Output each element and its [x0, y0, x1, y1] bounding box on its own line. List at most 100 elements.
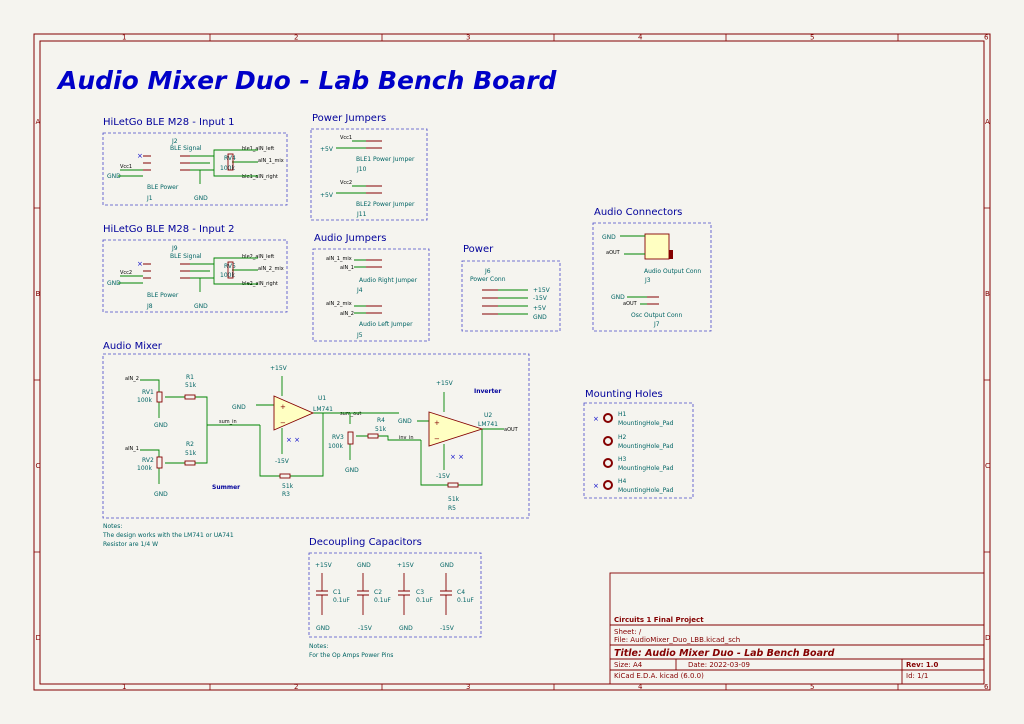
tb-company: Circuits 1 Final Project	[614, 616, 704, 624]
tb-date: Date: 2022-03-09	[688, 661, 750, 669]
gnd2-label: GND	[194, 195, 208, 202]
svg-text:51k: 51k	[282, 483, 294, 490]
svg-text:MountingHole_Pad: MountingHole_Pad	[618, 443, 674, 450]
power-box	[461, 260, 561, 332]
svg-text:0.1uF: 0.1uF	[457, 597, 474, 604]
hole-icon	[603, 436, 613, 446]
border-ticks	[34, 34, 990, 690]
svg-text:C3: C3	[416, 589, 424, 596]
svg-text:+: +	[280, 403, 286, 411]
decoupling-box	[308, 552, 482, 638]
svg-text:C1: C1	[333, 589, 341, 596]
svg-text:H4: H4	[618, 478, 627, 485]
input1-box	[102, 132, 288, 206]
row-label: B	[985, 290, 990, 298]
svg-text:MountingHole_Pad: MountingHole_Pad	[618, 487, 674, 494]
svg-text:Audio Output Conn: Audio Output Conn	[644, 268, 701, 275]
svg-text:R3: R3	[282, 491, 290, 498]
j8-value: BLE Power	[147, 292, 179, 299]
svg-text:Resistor are 1/4 W: Resistor are 1/4 W	[103, 541, 158, 548]
input2-block: J9 BLE Signal Vcc2 GND BLE Power J8 GND …	[107, 245, 284, 310]
svg-text:J3: J3	[644, 277, 651, 284]
svg-text:H1: H1	[618, 411, 627, 418]
svg-text:-15V: -15V	[358, 625, 373, 632]
svg-text:J10: J10	[356, 166, 367, 173]
svg-text:×: ×	[137, 152, 143, 160]
svg-text:GND: GND	[345, 467, 359, 474]
row-label: A	[36, 118, 41, 126]
svg-text:51k: 51k	[185, 450, 197, 457]
svg-text:Osc Output Conn: Osc Output Conn	[631, 312, 682, 319]
svg-text:GND: GND	[232, 404, 246, 411]
svg-text:aIN_2: aIN_2	[125, 376, 139, 382]
svg-text:sum_in: sum_in	[219, 419, 237, 425]
svg-text:The design works with the LM74: The design works with the LM741 or UA741	[102, 532, 234, 539]
outer-frame	[33, 33, 991, 691]
svg-text:-15V: -15V	[533, 295, 548, 302]
row-label: D	[985, 634, 990, 642]
j2-value: BLE Signal	[170, 145, 202, 152]
svg-text:+5V: +5V	[320, 146, 334, 153]
svg-text:×: ×	[593, 415, 599, 423]
u1-opamp	[273, 395, 315, 431]
power-jumpers-block: Vcc1 +5V BLE1 Power Jumper J10 Vcc2 +5V …	[320, 135, 415, 218]
svg-text:+15V: +15V	[315, 562, 333, 569]
col-label: 6	[984, 34, 989, 42]
svg-text:H3: H3	[618, 456, 627, 463]
net-mix: aIN_1_mix	[258, 158, 284, 164]
power-jumpers-box	[310, 128, 428, 221]
rv4-ref: RV4	[224, 155, 236, 162]
svg-text:× ×: × ×	[450, 453, 464, 461]
audio-jumpers-block: aIN_1_mix aIN_1 Audio Right Jumper J4 aI…	[326, 256, 418, 339]
net-right: ble1_aIN_right	[242, 174, 278, 180]
svg-text:+15V: +15V	[397, 562, 415, 569]
svg-text:GND: GND	[154, 491, 168, 498]
section-title-audio-jumpers: Audio Jumpers	[314, 233, 386, 244]
svg-text:For the Op Amps Power Pins: For the Op Amps Power Pins	[309, 652, 393, 659]
svg-text:GND: GND	[399, 625, 413, 632]
svg-text:U2: U2	[484, 412, 492, 419]
svg-text:51k: 51k	[185, 382, 197, 389]
svg-text:RV2: RV2	[142, 457, 154, 464]
hole-icon	[603, 413, 613, 423]
section-title-input2: HiLetGo BLE M28 - Input 2	[103, 224, 235, 235]
svg-text:J11: J11	[356, 211, 367, 218]
col-label: 1	[122, 34, 126, 42]
vcc1-label: Vcc1	[120, 164, 132, 170]
svg-text:BLE2 Power Jumper: BLE2 Power Jumper	[356, 201, 415, 208]
svg-text:GND: GND	[398, 418, 412, 425]
svg-text:-15V: -15V	[440, 625, 455, 632]
notes-1: Notes: The design works with the LM741 o…	[102, 523, 234, 548]
svg-text:GND: GND	[440, 562, 454, 569]
svg-text:MountingHole_Pad: MountingHole_Pad	[618, 465, 674, 472]
svg-text:GND: GND	[154, 422, 168, 429]
section-title-input1: HiLetGo BLE M28 - Input 1	[103, 117, 235, 128]
j2-ref: J2	[171, 138, 178, 145]
svg-text:sum_out: sum_out	[340, 411, 361, 417]
j9-ref: J9	[171, 245, 178, 252]
svg-text:aIN_1: aIN_1	[340, 265, 354, 271]
svg-text:GND: GND	[316, 625, 330, 632]
svg-text:+15V: +15V	[436, 380, 454, 387]
svg-text:GND: GND	[533, 314, 547, 321]
j9-value: BLE Signal	[170, 253, 202, 260]
section-title-audio-mixer: Audio Mixer	[103, 341, 163, 352]
gnd2-label: GND	[194, 303, 208, 310]
power-block: J6 Power Conn +15V -15V +5V GND	[470, 268, 551, 321]
row-label: A	[985, 118, 990, 126]
svg-text:C2: C2	[374, 589, 382, 596]
svg-text:51k: 51k	[375, 426, 387, 433]
svg-text:+15V: +15V	[270, 365, 288, 372]
col-label: 3	[466, 34, 470, 42]
svg-text:100k: 100k	[137, 397, 152, 404]
title-block: Circuits 1 Final Project Sheet: / File: …	[609, 572, 985, 685]
svg-text:100k: 100k	[137, 465, 152, 472]
tb-rev: Rev: 1.0	[906, 661, 938, 669]
svg-text:×: ×	[593, 482, 599, 490]
svg-text:Audio Right Jumper: Audio Right Jumper	[359, 277, 418, 284]
svg-text:R1: R1	[186, 374, 194, 381]
svg-text:Vcc1: Vcc1	[340, 135, 352, 141]
u2-opamp	[428, 411, 484, 447]
inverter-label: Inverter	[474, 388, 501, 395]
